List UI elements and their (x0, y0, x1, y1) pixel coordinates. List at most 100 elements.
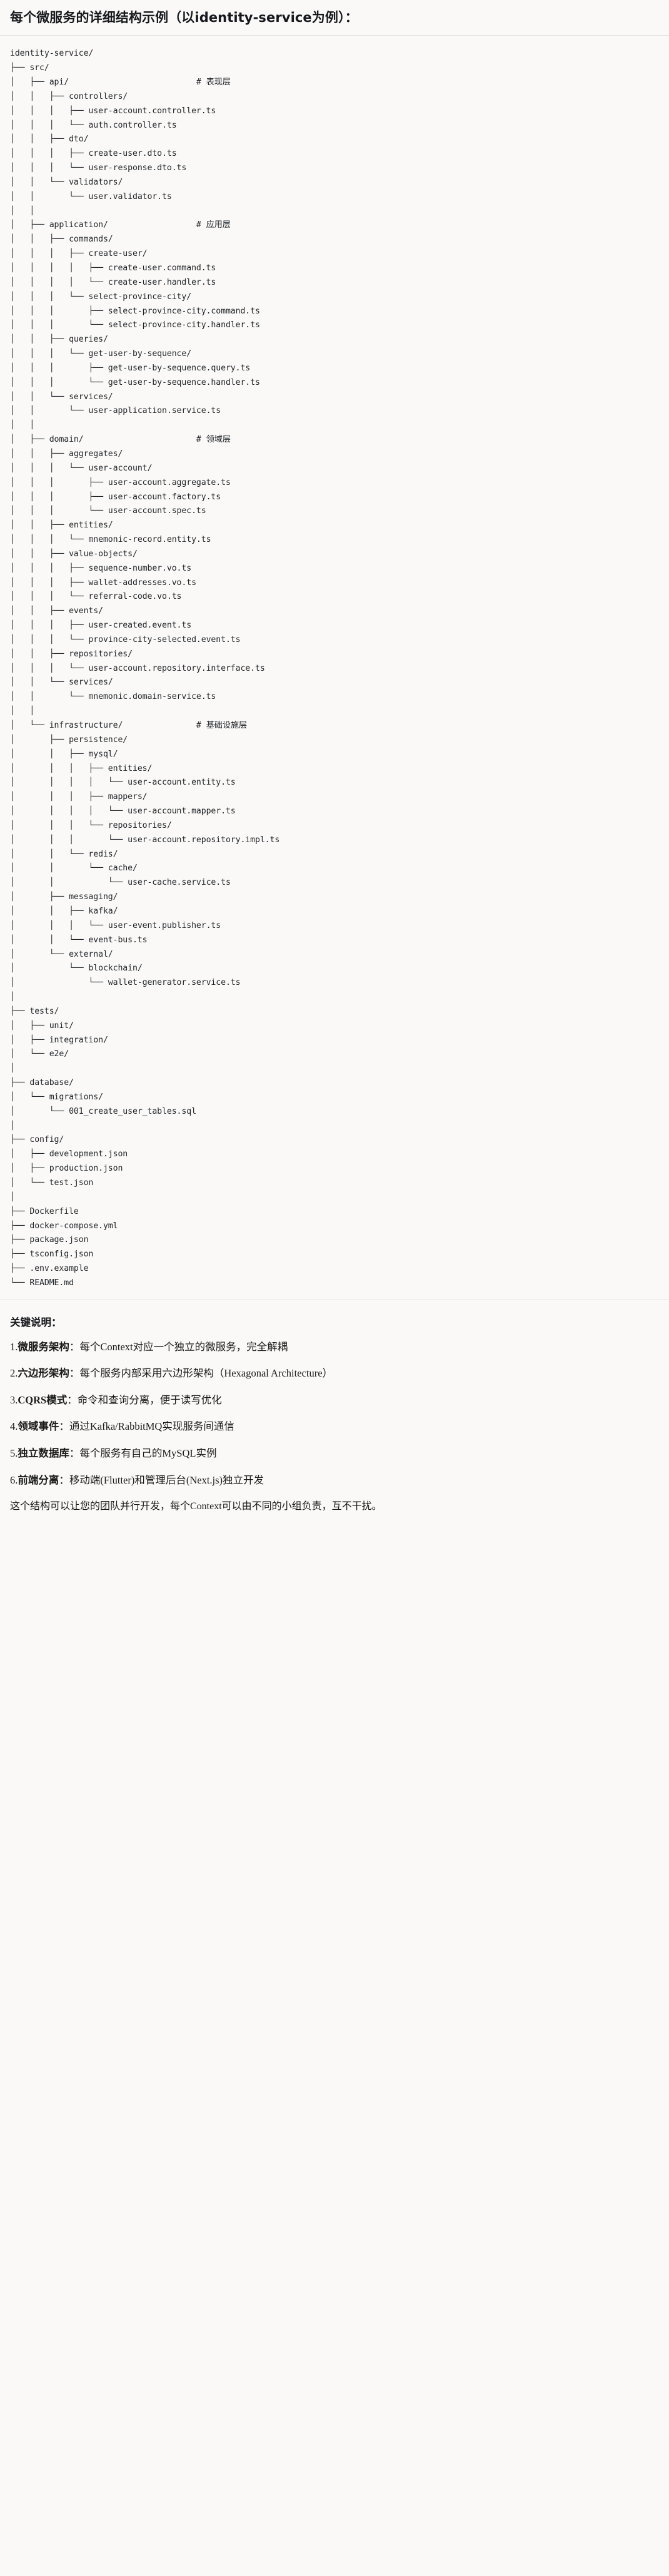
tree-line: │ │ │ │ ├── create-user.command.ts (10, 263, 216, 273)
tree-line: │ │ ├── aggregates/ (10, 449, 123, 459)
tree-line: │ │ └── user.validator.ts (10, 191, 172, 201)
tree-line: │ │ (10, 206, 35, 216)
tree-line: ├── package.json (10, 1235, 89, 1245)
tree-line: │ (10, 1121, 15, 1131)
key-note-text: ：每个Context对应一个独立的微服务，完全解耦 (69, 1340, 288, 1353)
key-note-text: ：通过Kafka/RabbitMQ实现服务间通信 (59, 1420, 234, 1433)
tree-line: ├── src/ (10, 63, 49, 73)
tree-line: │ (10, 1064, 15, 1074)
tree-line: │ │ │ └── repositories/ (10, 820, 172, 830)
tree-line: │ │ └── mnemonic.domain-service.ts (10, 692, 216, 702)
tree-line: │ (10, 992, 15, 1002)
tree-line: │ │ ├── mysql/ (10, 749, 118, 759)
key-note-item: 3.CQRS模式：命令和查询分离，便于读写优化 (10, 1392, 659, 1408)
tree-line: │ │ └── event-bus.ts (10, 935, 148, 945)
key-note-term: 微服务架构 (18, 1340, 69, 1353)
tree-line: │ │ │ ├── mappers/ (10, 792, 148, 802)
tree-line: │ │ │ └── user-event.publisher.ts (10, 920, 221, 930)
tree-line: │ │ │ │ └── user-account.entity.ts (10, 778, 236, 788)
key-note-term: 前端分离 (18, 1474, 59, 1486)
tree-line: │ (10, 1192, 15, 1202)
tree-line: │ ├── messaging/ (10, 892, 118, 902)
tree-line: │ │ └── redis/ (10, 849, 118, 859)
key-note-term: 领域事件 (18, 1420, 59, 1433)
tree-line: │ │ ├── queries/ (10, 335, 108, 345)
key-note-number: 3. (10, 1393, 18, 1406)
tree-line: │ │ │ └── province-city-selected.event.t… (10, 634, 241, 644)
tree-line: └── README.md (10, 1278, 74, 1288)
tree-line: │ │ ├── kafka/ (10, 906, 118, 916)
tree-line: │ │ ├── value-objects/ (10, 549, 138, 559)
tree-line: │ │ │ └── get-user-by-sequence.handler.t… (10, 377, 260, 387)
tree-line: │ ├── development.json (10, 1149, 128, 1159)
tree-line: │ │ │ ├── sequence-number.vo.ts (10, 563, 192, 573)
tree-line: │ │ ├── dto/ (10, 135, 89, 145)
key-note-number: 1. (10, 1340, 18, 1353)
title-divider (0, 35, 669, 36)
tree-line: │ └── external/ (10, 949, 113, 959)
tree-line: │ │ └── services/ (10, 392, 113, 402)
key-note-term: 独立数据库 (18, 1447, 69, 1459)
tree-line: │ │ │ └── user-account/ (10, 463, 153, 473)
tree-line: │ │ │ └── select-province-city/ (10, 292, 192, 302)
tree-line: identity-service/ (10, 49, 94, 59)
tree-line: │ └── e2e/ (10, 1049, 69, 1059)
key-note-number: 6. (10, 1474, 18, 1486)
key-notes-heading: 关键说明： (10, 1316, 62, 1328)
tree-line: │ │ └── services/ (10, 678, 113, 688)
tree-line: │ │ │ ├── entities/ (10, 763, 153, 773)
tree-line: │ │ ├── repositories/ (10, 649, 133, 659)
tree-line: │ │ │ │ └── user-account.mapper.ts (10, 807, 236, 817)
tree-line: │ │ │ └── user-account.spec.ts (10, 506, 206, 516)
tree-line: │ │ ├── controllers/ (10, 91, 128, 101)
tree-line: │ │ │ ├── create-user/ (10, 249, 148, 259)
tree-line: ├── tests/ (10, 1006, 59, 1016)
key-note-term: CQRS模式 (18, 1393, 68, 1406)
tree-line: ├── database/ (10, 1078, 74, 1088)
tree-line: │ └── test.json (10, 1178, 94, 1188)
key-note-number: 4. (10, 1420, 18, 1433)
tree-line: │ │ │ └── user-account.repository.interf… (10, 663, 265, 673)
directory-tree: identity-service/ ├── src/ │ ├── api/ # 表现… (0, 36, 669, 1299)
tree-line: │ │ │ └── referral-code.vo.ts (10, 592, 182, 602)
tree-line: │ │ │ └── select-province-city.handler.t… (10, 320, 260, 330)
tree-line: ├── config/ (10, 1135, 64, 1145)
tree-line: │ │ (10, 706, 35, 716)
page-title: 每个微服务的详细结构示例（以identity-service为例）： (10, 10, 358, 25)
tree-line: │ │ └── user-cache.service.ts (10, 878, 231, 888)
closing-paragraph: 这个结构可以让您的团队并行开发，每个Context可以由不同的小组负责，互不干扰… (10, 1501, 382, 1512)
tree-line: ├── docker-compose.yml (10, 1221, 118, 1231)
tree-line: │ │ │ ├── user-account.aggregate.ts (10, 477, 231, 487)
tree-line: │ ├── integration/ (10, 1035, 108, 1045)
tree-line: │ │ │ ├── create-user.dto.ts (10, 149, 177, 159)
tree-line: │ ├── unit/ (10, 1021, 74, 1031)
tree-line: │ │ │ ├── wallet-addresses.vo.ts (10, 578, 196, 588)
tree-line: │ │ │ ├── user-created.event.ts (10, 621, 192, 631)
tree-line: │ │ ├── commands/ (10, 235, 113, 245)
tree-line: │ ├── api/ # 表现层 (10, 78, 231, 88)
tree-line: │ ├── domain/ # 领域层 (10, 435, 231, 445)
tree-line: │ ├── application/ # 应用层 (10, 220, 231, 230)
tree-line: │ │ (10, 420, 35, 430)
key-notes-section: 关键说明： 1.微服务架构：每个Context对应一个独立的微服务，完全解耦 2.… (0, 1314, 669, 1532)
key-note-item: 1.微服务架构：每个Context对应一个独立的微服务，完全解耦 (10, 1339, 659, 1355)
tree-line: │ │ │ ├── user-account.factory.ts (10, 492, 221, 502)
tree-line: │ └── blockchain/ (10, 964, 143, 974)
tree-line: │ │ │ ├── user-account.controller.ts (10, 106, 216, 116)
tree-line: │ │ │ ├── get-user-by-sequence.query.ts (10, 363, 251, 373)
key-note-text: ：每个服务内部采用六边形架构（Hexagonal Architecture） (69, 1367, 333, 1380)
tree-line: │ │ │ │ └── create-user.handler.ts (10, 277, 216, 287)
tree-line: │ │ │ ├── select-province-city.command.t… (10, 306, 260, 316)
key-note-text: ：命令和查询分离，便于读写优化 (67, 1393, 222, 1406)
tree-line: │ │ └── cache/ (10, 863, 138, 873)
document-page: 每个微服务的详细结构示例（以identity-service为例）： ident… (0, 10, 669, 1532)
tree-line: │ │ ├── entities/ (10, 521, 113, 531)
key-note-text: ：移动端(Flutter)和管理后台(Next.js)独立开发 (59, 1474, 264, 1486)
key-note-text: ：每个服务有自己的MySQL实例 (69, 1447, 217, 1459)
tree-line: │ │ └── user-application.service.ts (10, 406, 221, 416)
key-note-number: 2. (10, 1367, 18, 1380)
tree-line: │ └── 001_create_user_tables.sql (10, 1106, 196, 1116)
tree-line: │ │ │ └── mnemonic-record.entity.ts (10, 535, 211, 545)
key-note-term: 六边形架构 (18, 1367, 69, 1380)
